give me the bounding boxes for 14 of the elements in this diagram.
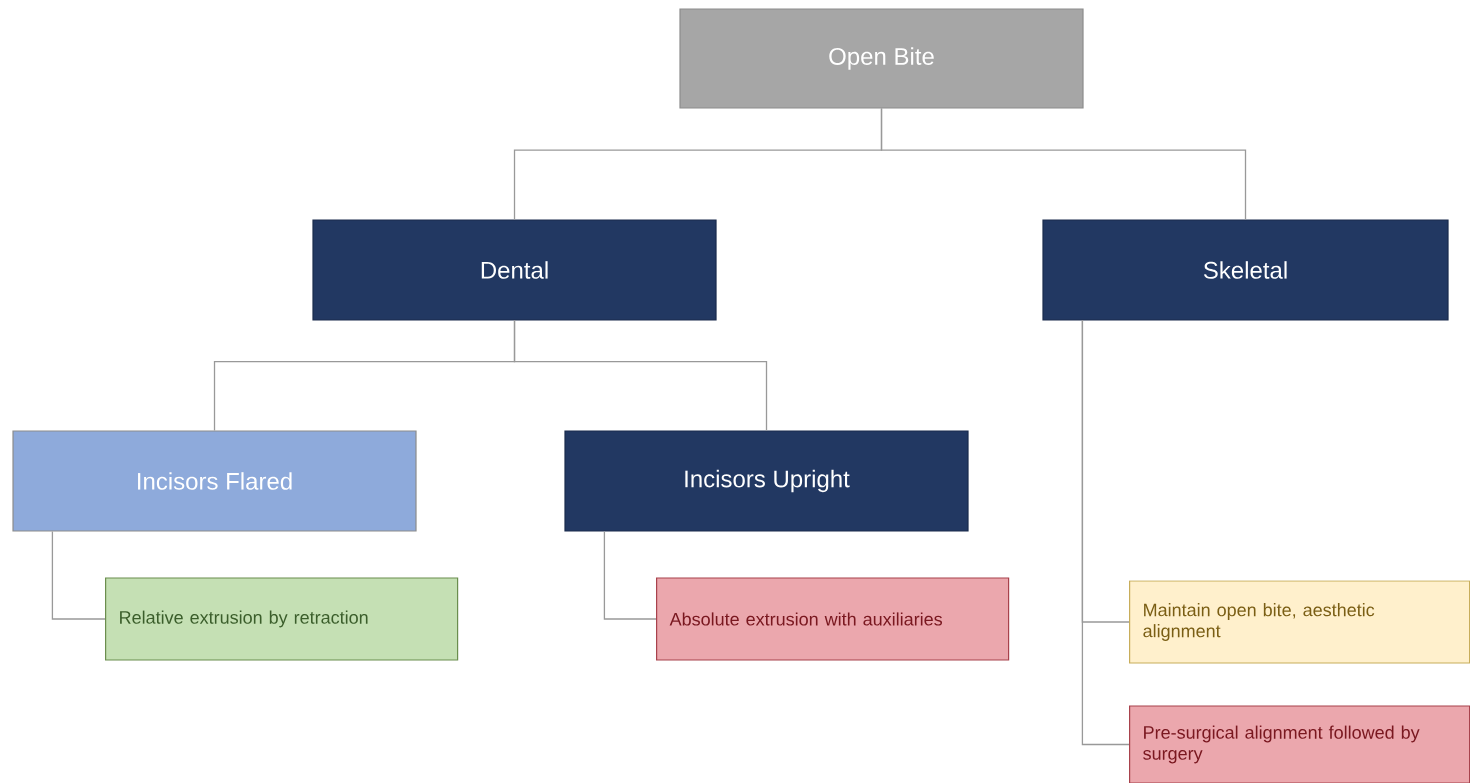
connector-line <box>51 530 106 620</box>
category-box: Dental <box>312 219 717 321</box>
connector-line <box>603 530 657 620</box>
outcome-box: Absolute extrusion with auxiliaries <box>656 577 1010 661</box>
connector-line <box>1081 319 1130 746</box>
connector-line <box>880 107 1247 221</box>
outcome-box: Maintain open bite, aesthetic alignment <box>1129 580 1470 664</box>
category-box: Incisors Flared <box>12 430 417 532</box>
category-box: Open Bite <box>679 8 1084 109</box>
outcome-box: Pre-surgical alignment followed by surgery <box>1129 705 1470 783</box>
category-box: Skeletal <box>1042 219 1449 321</box>
outcome-box: Relative extrusion by retraction <box>105 577 459 661</box>
category-box: Incisors Upright <box>564 430 969 532</box>
connector-line <box>513 319 768 432</box>
